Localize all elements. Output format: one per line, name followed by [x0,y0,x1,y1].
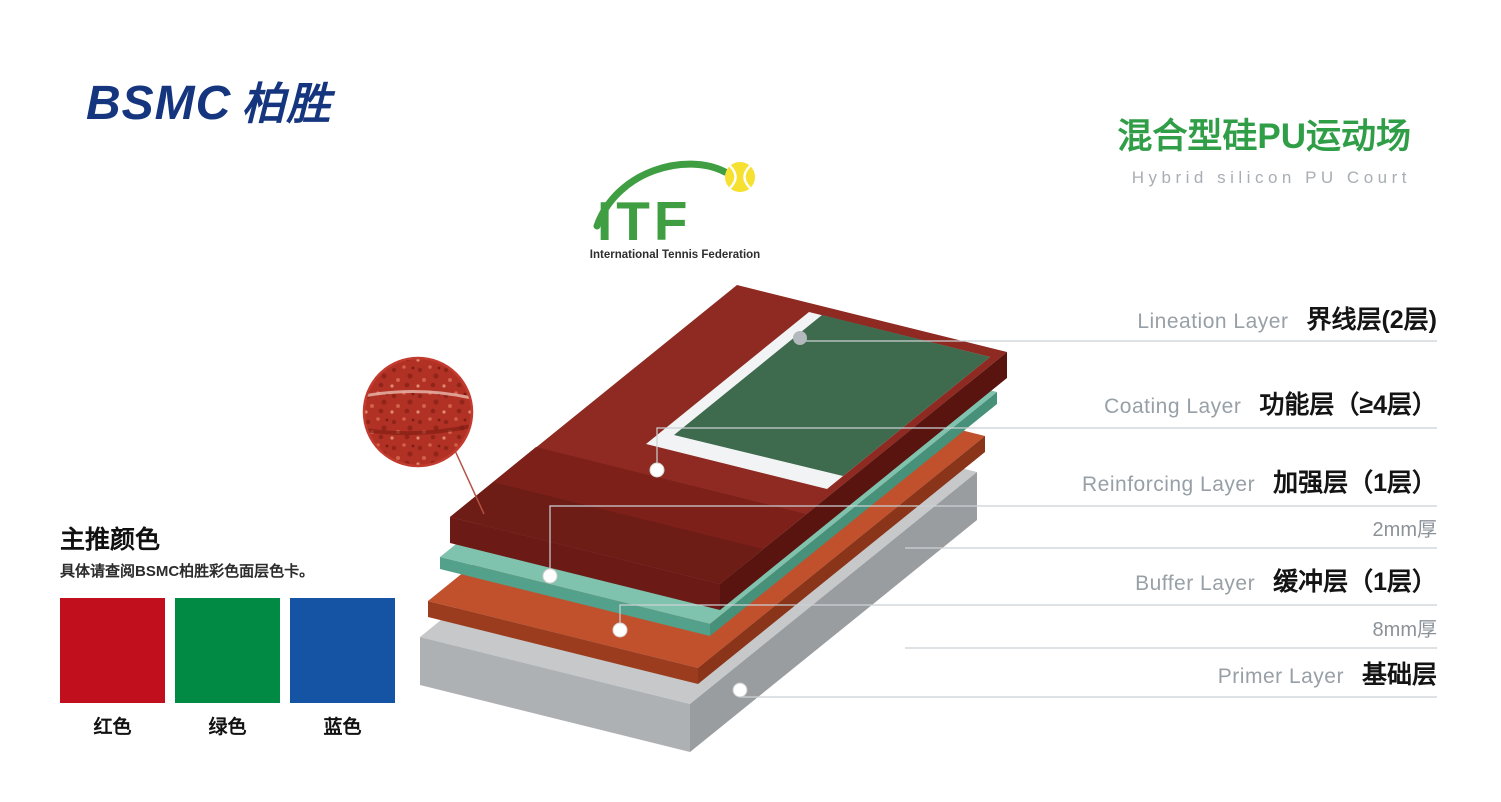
buffer-layer-front-right [698,436,985,684]
layer-label-reinforcing: Reinforcing Layer 加强层（1层） [1082,463,1437,499]
lineation-label-en: Lineation Layer [1137,310,1289,333]
itf-logo: ITF International Tennis Federation [575,152,785,264]
layer-label-primer: Primer Layer 基础层 [1218,655,1437,691]
magnifier [362,356,485,515]
itf-acronym: ITF [597,190,691,252]
layer-label-coating: Coating Layer 功能层（≥4层） [1104,385,1437,421]
brand-logo-cn: 柏胜 [241,80,332,129]
coating-layer [450,285,1007,610]
lineation-label-cn: 界线层(2层) [1306,306,1437,334]
callout-dots [542,331,807,698]
swatch-red-box [60,598,165,703]
magnifier-ring [362,356,474,468]
dot-coating [649,462,665,478]
tennis-ball-seam-left [729,165,737,189]
swatch-blue-box [290,598,395,703]
dot-lineation [793,331,807,345]
primer-layer-front-left [420,637,690,752]
tennis-ball-icon [725,162,755,192]
color-swatch-blue: 蓝色 [290,598,395,739]
buffer-thickness-label: 8mm厚 [1372,619,1437,641]
colors-section-heading: 主推颜色 [60,526,161,554]
swatch-green-box [175,598,280,703]
coating-label-en: Coating Layer [1104,395,1242,418]
court-green-surface [674,315,990,476]
primer-label-cn: 基础层 [1361,661,1437,689]
primer-layer-front-right [690,472,977,752]
leader-line-buffer [619,604,1437,630]
buffer-layer-front-left [428,601,698,684]
colors-section-note: 具体请查阅BSMC柏胜彩色面层色卡。 [60,563,315,580]
reinforcing-thickness-label: 2mm厚 [1372,519,1437,541]
coating-shade-band-1 [493,447,806,549]
leader-line-primer [739,690,1437,698]
magnifier-texture [364,358,472,466]
coating-layer-front-left [450,517,720,610]
page-title-cn: 混合型硅PU运动场 [1117,117,1411,156]
reinforcing-label-cn: 加强层（1层） [1273,469,1437,497]
coating-label-cn: 功能层（≥4层） [1259,391,1437,419]
reinforcing-layer-front-right [710,392,997,636]
coating-layer-front-right [720,352,1007,610]
itf-logo-graphic: ITF International Tennis Federation [590,160,760,261]
swatch-green-label: 绿色 [208,717,247,738]
itf-full-name: International Tennis Federation [590,249,760,261]
color-swatch-red: 红色 [60,598,165,739]
brand-logo-latin: BSMC [86,77,232,130]
swatch-red-label: 红色 [93,717,132,738]
color-swatch-green: 绿色 [175,598,280,739]
reinforcing-label-en: Reinforcing Layer [1082,473,1256,496]
itf-swoosh-icon [593,160,729,230]
swatch-blue-label: 蓝色 [323,717,362,738]
dot-buffer [612,622,628,638]
tennis-ball-seam-right [743,165,751,189]
primer-label-en: Primer Layer [1217,665,1344,688]
layer-label-lineation: Lineation Layer 界线层(2层) [1137,300,1437,336]
leader-line-coating [656,427,1437,470]
magnifier-streaks [364,389,472,436]
dot-primer [732,682,748,698]
buffer-label-en: Buffer Layer [1135,572,1256,595]
buffer-label-cn: 缓冲层（1层） [1273,568,1437,596]
leader-line-reinforcing [549,505,1437,576]
leader-lines [549,340,1437,698]
layer-label-buffer: Buffer Layer 缓冲层（1层） [1135,562,1437,598]
dot-reinforcing [542,568,558,584]
reinforcing-layer-front-left [440,557,710,636]
page-subtitle-en: Hybrid silicon PU Court [1131,168,1411,187]
coating-shade-band-2 [450,482,763,584]
magnifier-pointer-line [451,443,485,515]
